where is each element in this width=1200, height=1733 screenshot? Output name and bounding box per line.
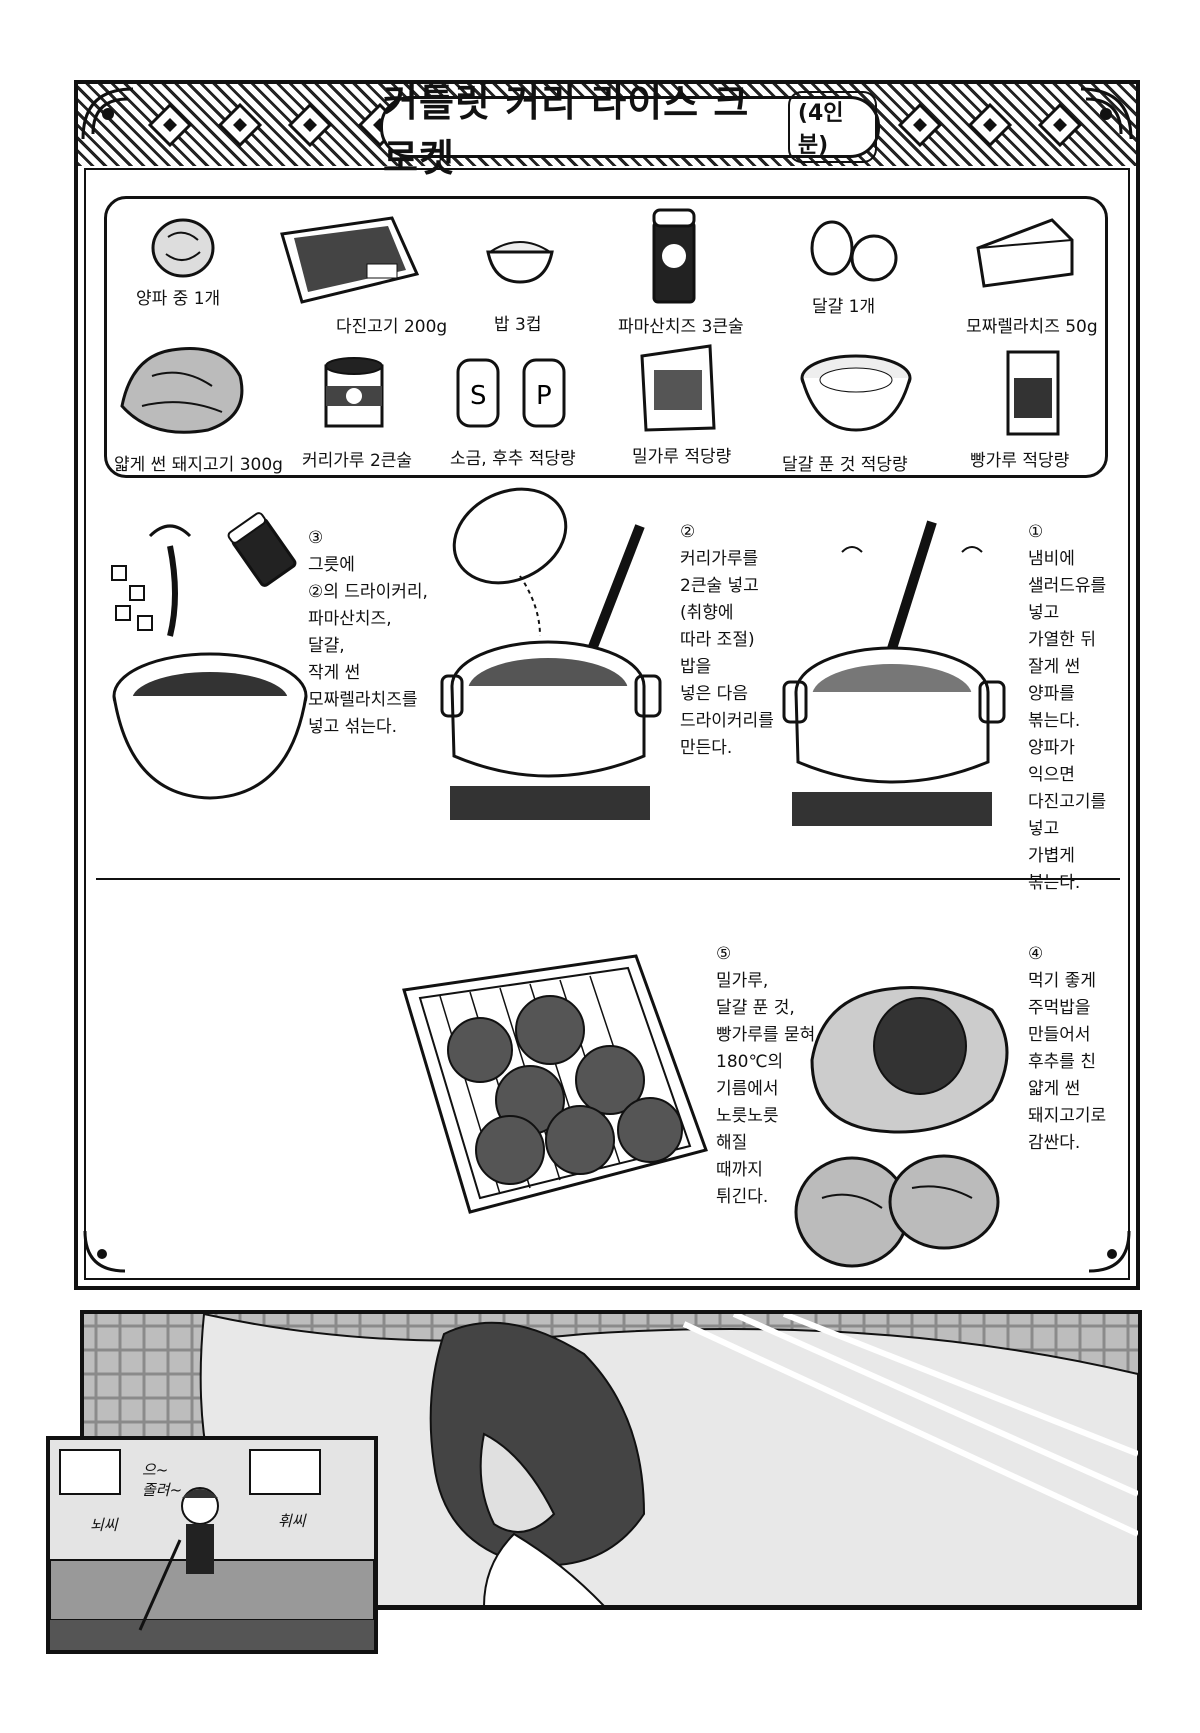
flour-bag-icon (640, 344, 716, 432)
frying-rack-illustration (402, 954, 708, 1214)
recipe-inner-frame (84, 168, 1130, 1280)
sfx-left: 뇌씨 (90, 1516, 118, 1534)
step-4-text: ④ 먹기 좋게 주먹밥을 만들어서 후추를 친 얇게 썬 돼지고기로 감싼다. (1028, 914, 1106, 1157)
wrapped-croquettes-illustration (794, 1154, 1000, 1268)
curry-can-icon (324, 357, 384, 428)
step-2-text: ② 커리가루를 2큰술 넣고 (취향에 따라 조절) 밥을 넣은 다음 드라이커… (680, 492, 774, 762)
svg-text:S: S (470, 381, 487, 411)
pot-with-onion-illustration (782, 520, 1006, 826)
mixing-bowl-illustration (111, 524, 308, 800)
ingredients-box (104, 196, 1108, 478)
step-number: ④ (1028, 944, 1044, 964)
step-instruction: 그릇에 ②의 드라이커리, 파마산치즈, 달걀, 작게 썬 모짜렐라치즈를 넣고… (308, 555, 428, 737)
corner-ornament-icon (1088, 1230, 1131, 1273)
pot-with-rice-illustration (440, 487, 662, 820)
step-number: ⑤ (716, 944, 732, 964)
mozzarella-icon (976, 218, 1074, 288)
svg-text:P: P (536, 381, 552, 411)
ingredient-label: 커리가루 2큰술 (302, 451, 413, 471)
onion-icon (151, 218, 215, 278)
recipe-title: 커틀릿 커리 라이스 크로켓 (383, 81, 750, 180)
step-number: ① (1028, 522, 1044, 542)
section-divider (96, 878, 1120, 880)
cheese-shaker-icon (652, 208, 696, 304)
sliced-pork-icon (120, 346, 244, 434)
rice-bowl-icon (486, 241, 554, 284)
corner-ornament-icon (83, 1230, 126, 1273)
recipe-title-box: 커틀릿 커리 라이스 크로켓 (4인분) (380, 81, 880, 180)
breadcrumb-bag-icon (1006, 350, 1060, 436)
sfx-center: 으~ 졸려~ (142, 1461, 183, 1499)
ingredient-label: 빵가루 적당량 (970, 451, 1070, 471)
step-instruction: 냄비에 샐러드유를 넣고 가열한 뒤 잘게 썬 양파를 볶는다. 양파가 익으면… (1028, 549, 1107, 893)
ingredient-label: 소금, 후추 적당량 (450, 449, 576, 469)
ingredient-label: 모짜렐라치즈 50g (966, 317, 1098, 337)
ingredient-label: 양파 중 1개 (136, 289, 221, 309)
cheese-shaker-pour-icon (227, 512, 297, 587)
recipe-servings: (4인분) (787, 91, 877, 163)
wrapped-rice-ball-illustration (810, 986, 1009, 1134)
sfx-right: 휘씨 (278, 1512, 306, 1530)
kitchen-scene-illustration (50, 1440, 374, 1650)
egg-icon (810, 220, 898, 282)
ingredient-label: 달걀 1개 (812, 297, 876, 317)
ingredient-label: 달걀 푼 것 적당량 (782, 455, 908, 475)
corner-ornament-icon (1080, 87, 1133, 140)
step-3-text: ③ 그릇에 ②의 드라이커리, 파마산치즈, 달걀, 작게 썬 모짜렐라치즈를 … (308, 498, 428, 741)
step-instruction: 먹기 좋게 주먹밥을 만들어서 후추를 친 얇게 썬 돼지고기로 감싼다. (1028, 971, 1107, 1153)
ingredient-label: 밥 3컵 (494, 315, 542, 335)
step-instruction: 밀가루, 달걀 푼 것, 빵가루를 묻혀 180℃의 기름에서 노릇노릇 해질 … (716, 971, 816, 1207)
ingredient-label: 파마산치즈 3큰술 (618, 317, 744, 337)
step-1-text: ① 냄비에 샐러드유를 넣고 가열한 뒤 잘게 썬 양파를 볶는다. 양파가 익… (1028, 492, 1106, 897)
kitchen-inset-panel: 뇌씨 으~ 졸려~ 휘씨 (46, 1436, 378, 1654)
beaten-egg-bowl-icon (800, 354, 912, 432)
ingredient-label: 밀가루 적당량 (632, 447, 732, 467)
corner-ornament-icon (81, 87, 134, 140)
step-5-text: ⑤ 밀가루, 달걀 푼 것, 빵가루를 묻혀 180℃의 기름에서 노릇노릇 해… (716, 914, 815, 1211)
step-number: ③ (308, 528, 324, 548)
diamond-ornament-row (147, 102, 1083, 148)
step-instruction: 커리가루를 2큰술 넣고 (취향에 따라 조절) 밥을 넣은 다음 드라이커리를… (680, 549, 774, 758)
minced-meat-tray-icon (280, 216, 420, 304)
ingredient-label: 다진고기 200g (336, 317, 448, 337)
step-number: ② (680, 522, 696, 542)
ingredient-label: 얇게 썬 돼지고기 300g (114, 455, 283, 475)
